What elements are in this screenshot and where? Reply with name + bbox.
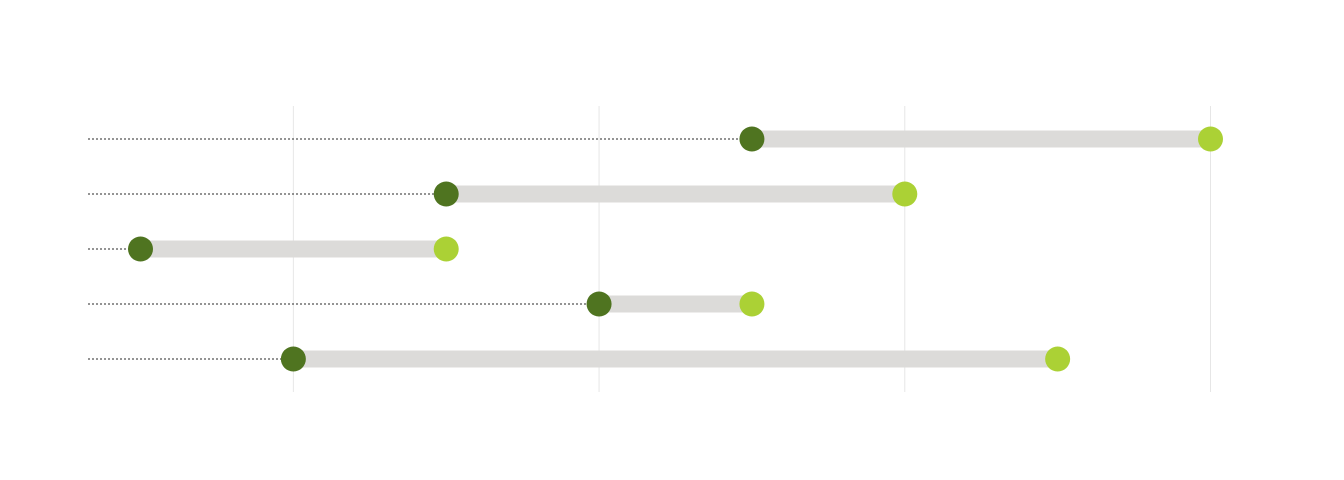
start-point <box>586 291 612 317</box>
start-point <box>433 181 459 207</box>
end-point <box>892 181 918 207</box>
chart-row <box>88 236 459 262</box>
end-point <box>739 291 765 317</box>
chart-rows <box>88 126 1223 372</box>
start-point <box>739 126 765 152</box>
start-point <box>128 236 153 262</box>
chart-row <box>88 346 1071 372</box>
chart-row <box>88 291 765 317</box>
start-point <box>280 346 306 372</box>
chart-row <box>88 181 918 207</box>
end-point <box>1198 126 1223 152</box>
end-point <box>1045 346 1071 372</box>
end-point <box>433 236 459 262</box>
chart-row <box>88 126 1223 152</box>
